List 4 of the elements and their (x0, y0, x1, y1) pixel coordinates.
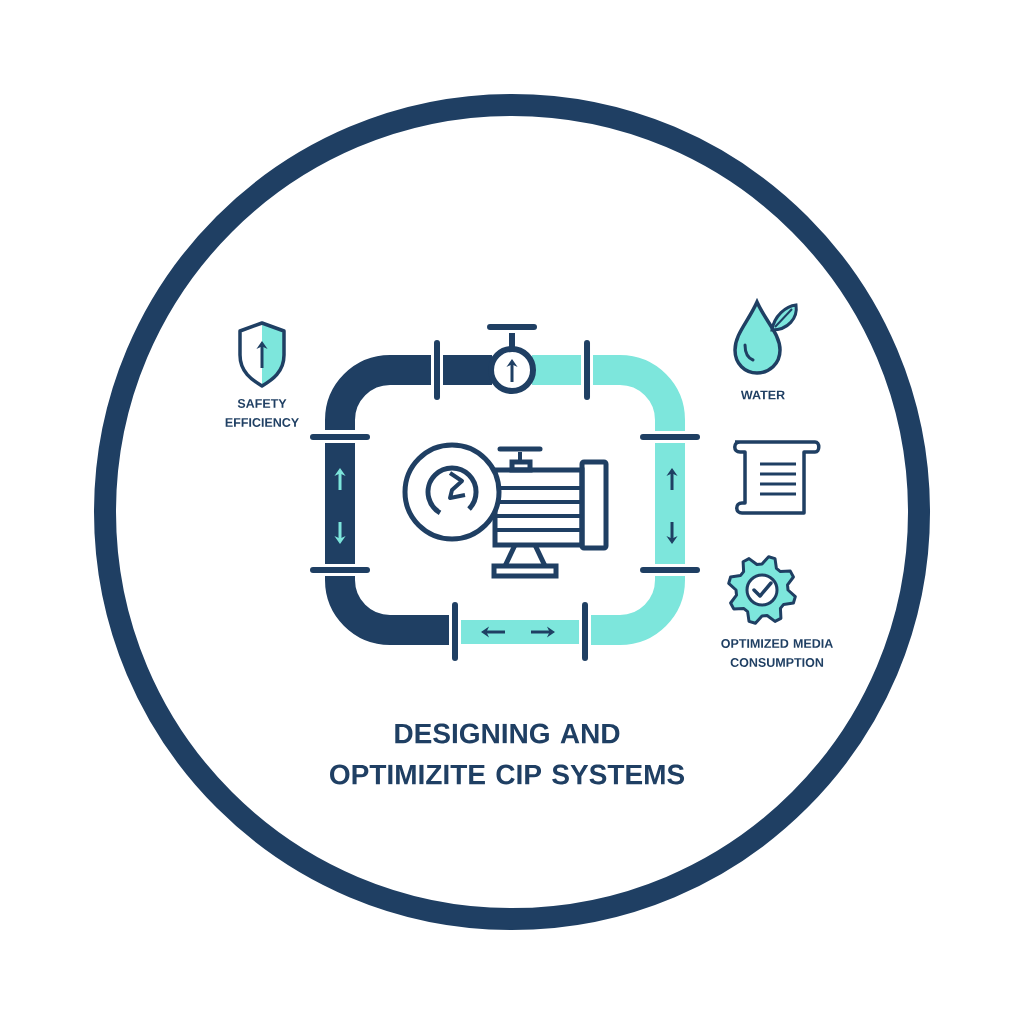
title: DESIGNING AND OPTIMIZITE CIP SYSTEMS (330, 723, 685, 785)
label-text: OPTIMIZED MEDIA CONSUMPTION (721, 639, 833, 667)
label-text: WATER (740, 390, 785, 400)
label-text: SAFETY EFFICIENCY (225, 399, 299, 427)
